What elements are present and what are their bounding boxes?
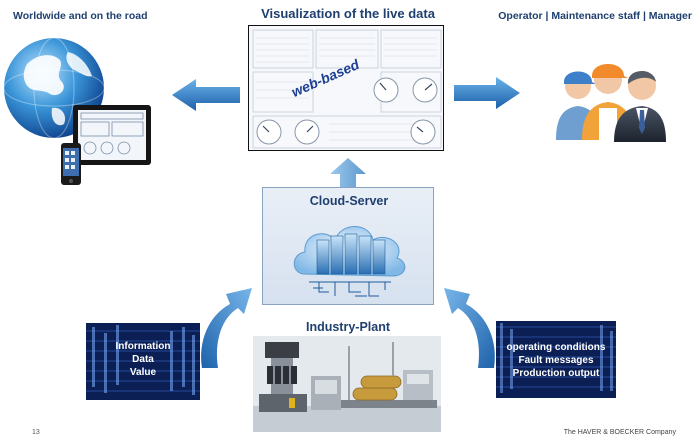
left-panel-line-2: Data	[132, 354, 154, 365]
workers-icon	[556, 64, 666, 142]
industry-plant-image	[253, 336, 441, 432]
binary-grid-background	[86, 325, 200, 395]
curved-arrow-right-icon	[444, 288, 495, 368]
page-number: 13	[32, 429, 40, 436]
arrow-left-icon	[172, 79, 240, 111]
server-cloud-icon	[293, 226, 406, 297]
data-panel-left: Information Data Value	[86, 323, 200, 400]
right-panel-line-1: operating conditions	[506, 342, 606, 353]
tablet-icon	[73, 105, 151, 165]
arrow-up-icon	[330, 158, 366, 188]
arrow-right-icon	[454, 77, 520, 109]
industry-plant-label: Industry-Plant	[305, 320, 391, 334]
left-panel-line-1: Information	[115, 341, 171, 352]
curved-arrow-left-icon	[201, 288, 252, 368]
dashboard-widgets	[252, 29, 442, 149]
plant-machinery-icon	[253, 336, 441, 432]
data-panel-right: operating conditions Fault messages Prod…	[496, 321, 616, 398]
title-visualization: Visualization of the live data	[261, 6, 435, 21]
company-footer: The HAVER & BOECKER Company	[563, 429, 676, 436]
title-roles: Operator | Maintenance staff | Manager	[498, 10, 692, 22]
cloud-server-box: Cloud-Server	[262, 187, 434, 305]
right-panel-line-2: Fault messages	[518, 355, 594, 366]
phone-icon	[61, 143, 81, 185]
cloud-server-label: Cloud-Server	[309, 194, 389, 208]
right-panel-line-3: Production output	[512, 368, 600, 379]
binary-grid-background	[496, 323, 616, 393]
left-panel-line-3: Value	[129, 367, 157, 378]
title-worldwide: Worldwide and on the road	[13, 10, 148, 22]
dashboard-screenshot: web-based	[248, 25, 444, 151]
